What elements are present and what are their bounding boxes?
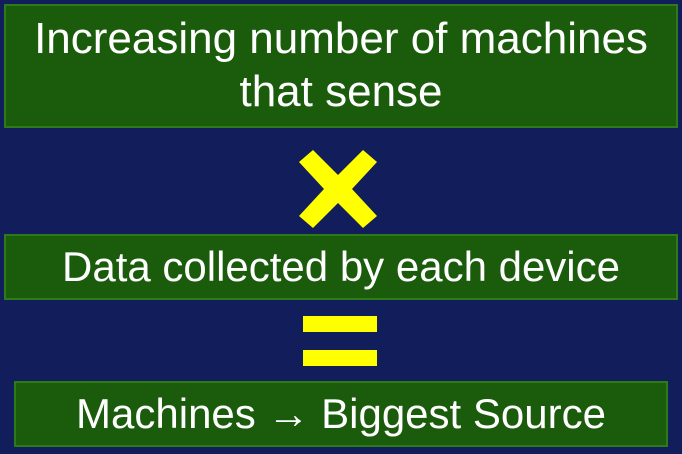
- multiply-icon: [299, 150, 377, 228]
- machines-that-sense-text: Increasing number of machines that sense: [34, 13, 648, 119]
- data-per-device-box: Data collected by each device: [4, 234, 678, 300]
- biggest-source-text: Machines → Biggest Source: [76, 390, 606, 437]
- top-box-line-1: Increasing number of machines: [34, 14, 648, 64]
- top-box-line-2: that sense: [239, 67, 443, 116]
- biggest-source-box: Machines → Biggest Source: [14, 381, 668, 447]
- machines-that-sense-box: Increasing number of machines that sense: [4, 4, 678, 128]
- equals-icon: [303, 316, 377, 366]
- data-per-device-text: Data collected by each device: [62, 243, 620, 290]
